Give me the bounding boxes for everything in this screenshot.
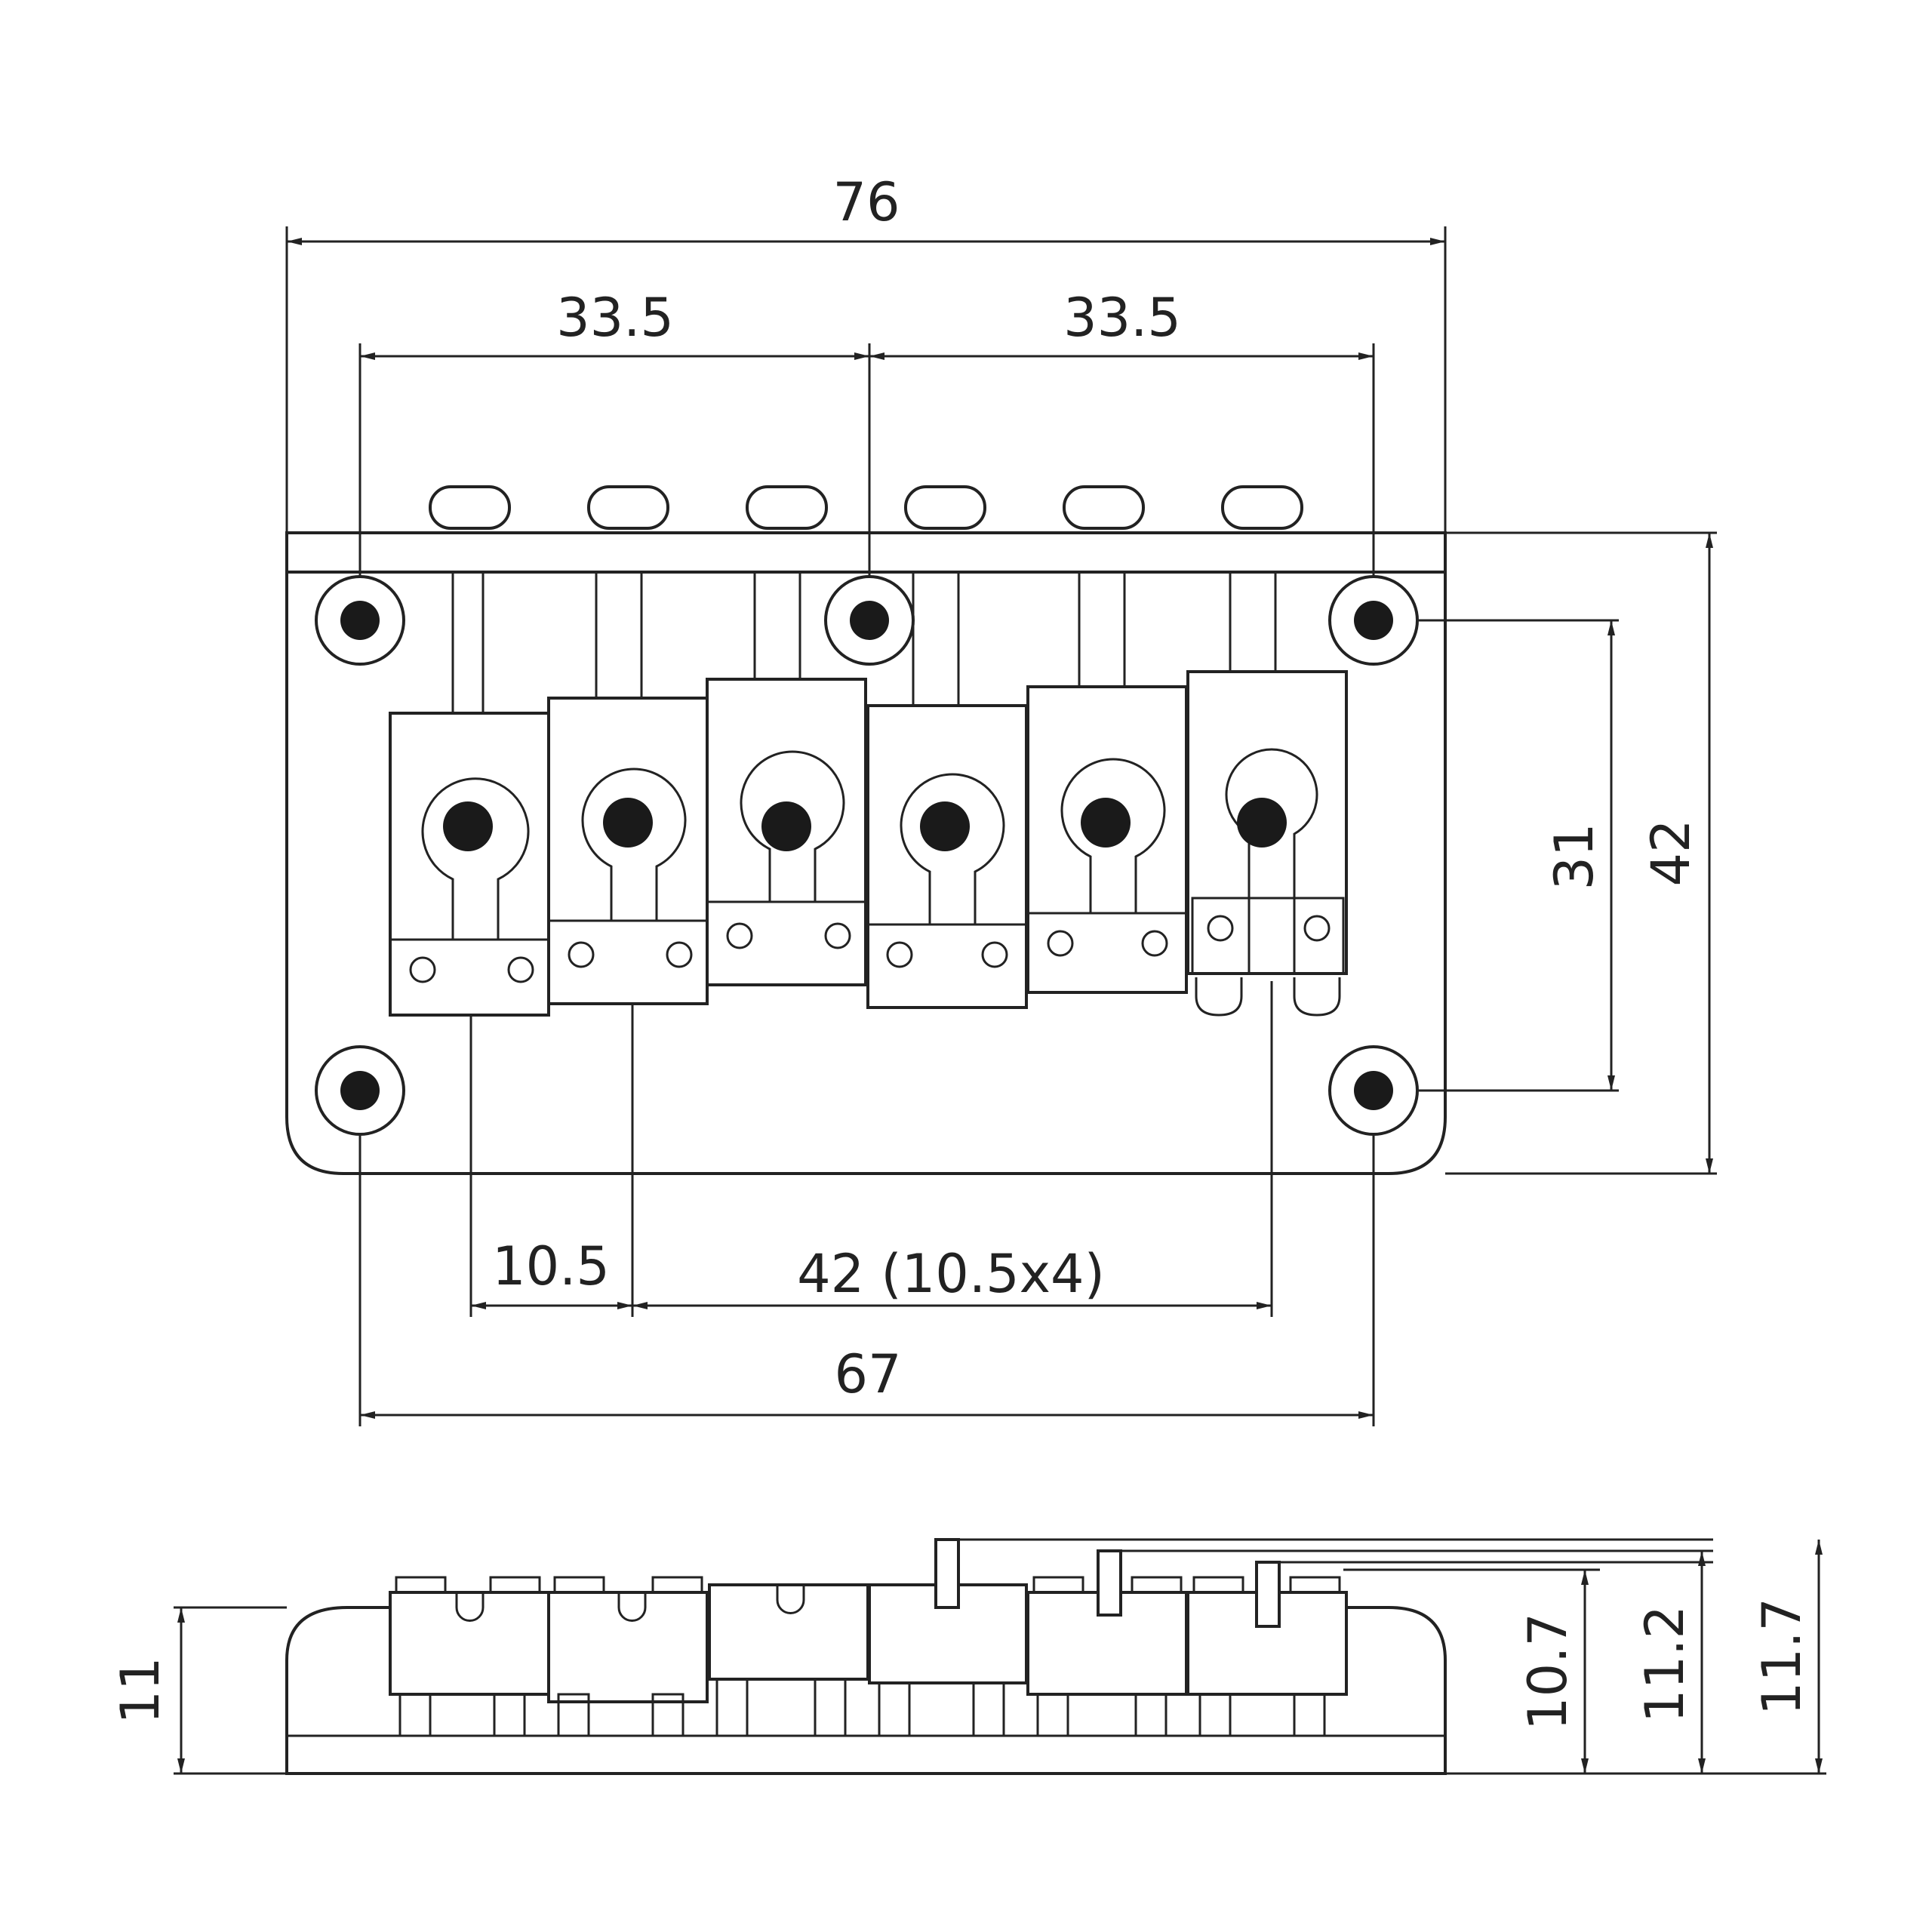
side-view: 11 10.7 11.2 11.7 xyxy=(109,1538,1826,1775)
side-saddles xyxy=(389,1538,1713,1737)
saddle-2 xyxy=(547,697,709,1005)
side-base xyxy=(285,1606,1447,1775)
dim-saddle-total: 42 (10.5x4) xyxy=(797,1243,1105,1305)
dim-saddle-pitch: 10.5 xyxy=(492,1235,610,1297)
dim-hole-vertical: 31 xyxy=(1543,823,1605,890)
dim-side-base-height: 11 xyxy=(109,1657,171,1724)
dim-side-h1: 10.7 xyxy=(1517,1613,1579,1730)
dim-left-span: 33.5 xyxy=(556,287,674,349)
top-view: 76 33.5 33.5 31 42 10.5 42 (10.5x4) 67 xyxy=(285,171,1717,1426)
saddle-5 xyxy=(1026,685,1188,994)
dim-mount-span: 67 xyxy=(834,1343,901,1405)
mounting-holes xyxy=(315,575,1419,1136)
saddle-4 xyxy=(866,704,1028,1009)
dim-overall-height: 42 xyxy=(1640,819,1702,886)
dim-right-span: 33.5 xyxy=(1063,287,1181,349)
dim-overall-width: 76 xyxy=(832,171,900,233)
saddle-6 xyxy=(1186,670,1348,1017)
saddle-springs xyxy=(451,574,1277,713)
saddle-1 xyxy=(389,712,550,1017)
extension-lines xyxy=(285,226,1717,1426)
dim-side-h3: 11.7 xyxy=(1751,1598,1813,1715)
base-plate xyxy=(285,571,1447,1175)
saddles xyxy=(389,670,1348,1017)
string-slots xyxy=(429,485,1303,530)
dim-side-h2: 11.2 xyxy=(1634,1605,1696,1723)
side-dimension-lines xyxy=(174,1540,1826,1775)
dimension-lines xyxy=(287,238,1713,1419)
saddle-3 xyxy=(706,678,867,986)
rear-lip xyxy=(285,531,1447,574)
